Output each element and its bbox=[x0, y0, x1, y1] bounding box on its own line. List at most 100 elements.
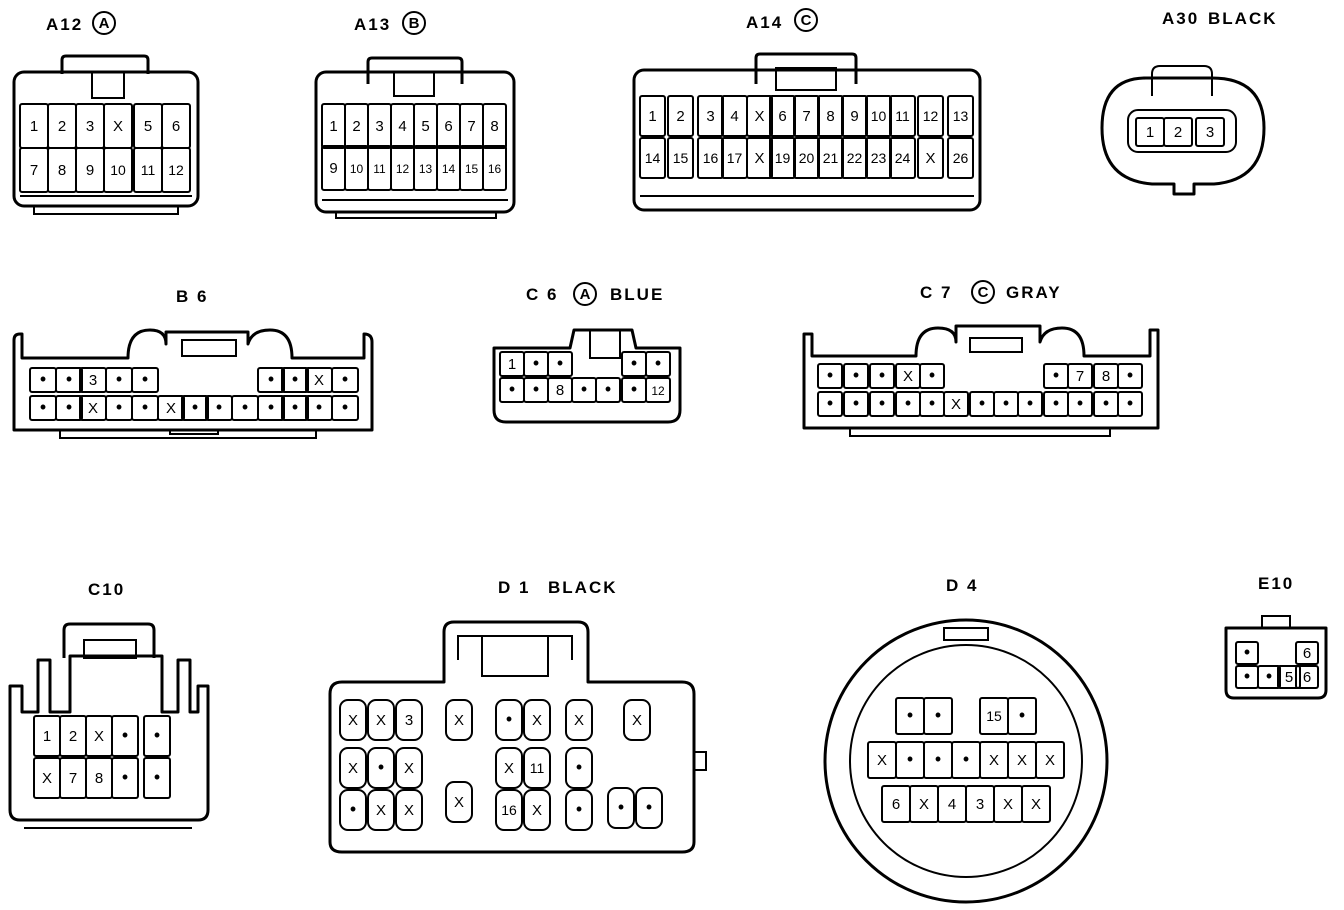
connector-a14-code-circle bbox=[794, 8, 818, 32]
pin-cell bbox=[143, 715, 171, 757]
pin-label: X bbox=[754, 108, 764, 125]
pin-cell bbox=[143, 757, 171, 799]
pin-label: X bbox=[951, 396, 961, 413]
pin-cell bbox=[395, 699, 423, 741]
pin-cell bbox=[1277, 665, 1301, 689]
pin-label: • bbox=[66, 369, 72, 389]
pin-label: • bbox=[963, 749, 969, 769]
pin-label: • bbox=[192, 397, 198, 417]
pin-cell bbox=[55, 367, 83, 393]
pin-label: • bbox=[342, 397, 348, 417]
pin-label: 22 bbox=[847, 150, 863, 166]
connector-d4-id: D 4 bbox=[946, 576, 978, 595]
pin-label: • bbox=[154, 767, 160, 787]
pin-cell bbox=[667, 137, 694, 179]
pin-label: 23 bbox=[871, 150, 887, 166]
connector-a13-id: A13 bbox=[354, 15, 391, 34]
pin-label: 5 bbox=[421, 118, 429, 135]
pin-label: • bbox=[557, 353, 563, 373]
pin-label: X bbox=[113, 118, 123, 135]
pin-label: 12 bbox=[923, 108, 939, 124]
pin-label: • bbox=[1053, 393, 1059, 413]
pin-label: • bbox=[1053, 365, 1059, 385]
pin-label: 8 bbox=[490, 118, 498, 135]
pin-label: • bbox=[935, 749, 941, 769]
connector-c7-code-circle bbox=[971, 280, 995, 304]
pin-cell bbox=[1035, 741, 1065, 779]
pin-label: 8 bbox=[826, 108, 834, 125]
connector-b6: B 6 ••3••••X•••X••X••••••• bbox=[12, 287, 374, 439]
pin-label: 11 bbox=[141, 162, 156, 178]
pin-label: 1 bbox=[329, 118, 337, 135]
pin-label: • bbox=[122, 725, 128, 745]
pin-cell bbox=[547, 351, 573, 377]
pin-cell bbox=[367, 699, 395, 741]
pin-label: X bbox=[94, 728, 104, 745]
pin-label: 3 bbox=[1206, 124, 1214, 141]
connector-d1-color: BLACK bbox=[548, 578, 618, 597]
connector-a12-code: A bbox=[99, 15, 110, 32]
pin-cell bbox=[395, 747, 423, 789]
connector-d1-housing bbox=[328, 620, 696, 854]
connector-d1-latch bbox=[457, 635, 573, 677]
pin-cell bbox=[869, 391, 895, 417]
pin-cell bbox=[339, 789, 367, 831]
pin-label: X bbox=[376, 802, 386, 819]
connector-c7-housing bbox=[802, 324, 1160, 430]
pin-cell bbox=[482, 103, 507, 149]
pin-label: • bbox=[40, 397, 46, 417]
pin-label: • bbox=[879, 393, 885, 413]
connector-d1-side-tab bbox=[694, 751, 707, 771]
pin-cell bbox=[607, 787, 635, 829]
pin-label: • bbox=[827, 365, 833, 385]
connector-b6-lock bbox=[181, 339, 237, 357]
pin-cell bbox=[331, 395, 359, 421]
pin-label: 2 bbox=[1174, 124, 1182, 141]
pin-label: 16 bbox=[703, 150, 719, 166]
pin-label: X bbox=[166, 400, 176, 417]
pin-label: 11 bbox=[895, 108, 910, 124]
connector-d4-inner-ring bbox=[849, 644, 1083, 878]
pin-label: 6 bbox=[1303, 669, 1311, 686]
connector-c6-id: C 6 bbox=[526, 285, 558, 304]
connector-e10-housing bbox=[1224, 626, 1328, 700]
pin-label: X bbox=[532, 712, 542, 729]
pin-label: 20 bbox=[799, 150, 815, 166]
pin-label: 10 bbox=[871, 108, 887, 124]
pin-label: • bbox=[1077, 393, 1083, 413]
pin-label: 9 bbox=[329, 160, 337, 177]
connector-a12-code-circle bbox=[92, 11, 116, 35]
pin-label: • bbox=[1244, 642, 1250, 662]
connector-c6-code: A bbox=[580, 286, 591, 303]
pin-cell bbox=[395, 789, 423, 831]
pin-cell bbox=[367, 747, 395, 789]
pin-cell bbox=[495, 789, 523, 831]
pin-label: 15 bbox=[673, 150, 689, 166]
pin-label: 3 bbox=[706, 108, 714, 125]
pin-label: 1 bbox=[43, 728, 51, 745]
pin-label: 3 bbox=[375, 118, 383, 135]
pin-cell bbox=[565, 789, 593, 831]
pin-label: • bbox=[618, 797, 624, 817]
pin-label: • bbox=[1027, 393, 1033, 413]
pin-cell bbox=[917, 95, 944, 137]
connector-c7-code: C bbox=[978, 284, 989, 301]
pin-label: 15 bbox=[465, 162, 479, 176]
pin-label: • bbox=[533, 379, 539, 399]
connector-c6-code-circle bbox=[573, 282, 597, 306]
connector-a13-code: B bbox=[409, 15, 420, 32]
pin-label: 5 bbox=[144, 118, 152, 135]
pin-label: 4 bbox=[730, 108, 738, 125]
pin-label: • bbox=[268, 397, 274, 417]
connector-b6-id: B 6 bbox=[176, 287, 208, 306]
pin-label: 2 bbox=[676, 108, 684, 125]
pin-cell bbox=[565, 699, 593, 741]
pin-label: • bbox=[907, 749, 913, 769]
pin-label: 12 bbox=[651, 384, 665, 398]
pin-label: • bbox=[935, 705, 941, 725]
pin-cell bbox=[523, 789, 551, 831]
